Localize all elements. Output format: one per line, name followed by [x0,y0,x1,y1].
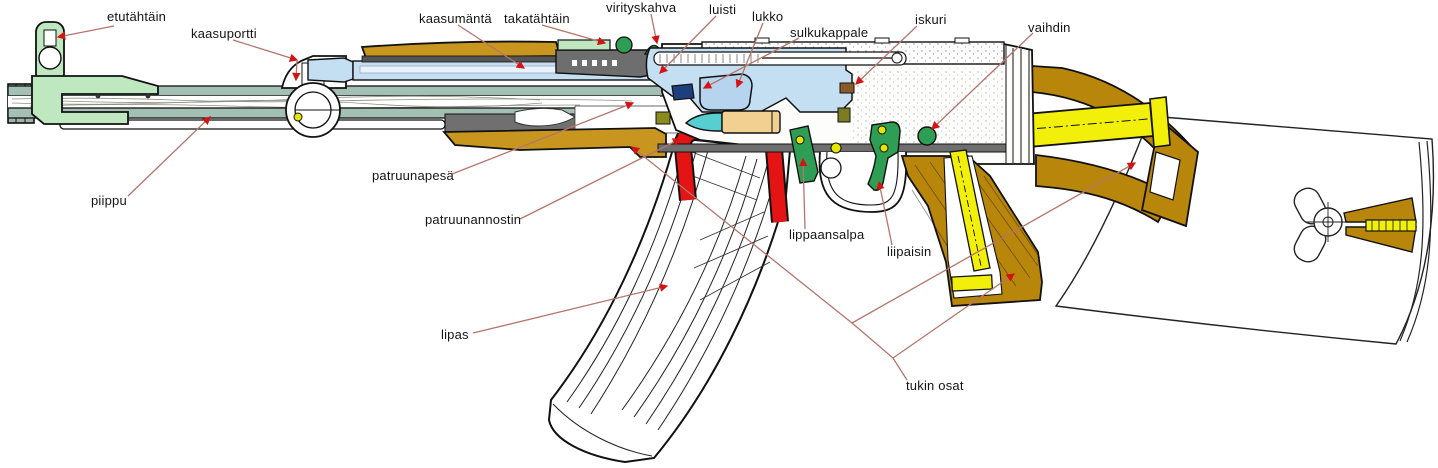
leader-lippaansalpa [798,157,808,230]
grip-nut [950,274,994,292]
label-patruunannostin: patruunannostin [425,212,522,227]
leader-lukko [735,22,764,89]
rear-sight-block [555,49,669,78]
buttstock-outline [1054,115,1435,345]
leader-tukin-osat-stock [851,162,1137,324]
label-piippu: piippu [91,193,127,208]
rear-sight-leaf [557,39,611,51]
stock-skeleton-arms [1031,65,1199,228]
front-band-ring [285,82,341,138]
leader-sulkukappale [702,37,800,89]
bolt [699,73,753,111]
upper-handguard [360,40,565,63]
leader-lipas [472,283,669,334]
label-sulkukappale: sulkukappale [790,25,869,40]
magazine-catch [789,125,819,184]
lower-handguard [442,127,667,158]
label-lipas: lipas [441,327,469,342]
label-liipaisin: liipaisin [887,244,932,259]
leader-patruunannostin [519,138,682,220]
leader-tukin-osat-main [631,146,908,381]
leader-kaasuportti-2 [292,59,301,82]
ejector-block [655,111,671,125]
chambered-round-outline [514,107,577,127]
leader-iskuri [855,25,918,85]
locking-piece [671,83,695,101]
disconnector [837,107,851,123]
leader-tukin-osat-grip [892,273,1016,359]
label-patruunapesa: patruunapesä [372,168,454,183]
leader-lines [56,13,1137,381]
label-tukin-osat: tukin osat [906,378,964,393]
pivot-pin [830,142,842,154]
label-luisti: luisti [709,2,737,17]
leader-kaasumanta [457,24,526,69]
label-iskuri: iskuri [915,12,947,27]
label-lippaansalpa: lippaansalpa [789,227,865,242]
label-vaihdin: vaihdin [1028,20,1071,35]
receiver-rear-lines [1005,45,1030,163]
cartridge [684,110,781,134]
leader-kaasuportti-1 [232,39,299,62]
leader-virityskahva [650,13,660,45]
grip-spring-rod [949,149,991,272]
label-takatahtain: takatähtäin [504,11,570,26]
label-kaasuportti: kaasuportti [191,26,257,41]
firing-pin-rear [839,82,855,94]
selector-axis [917,126,937,146]
leader-liipaisin [876,180,893,246]
label-virityskahva: virityskahva [606,0,677,15]
butt-sling-loop [1293,187,1417,263]
case [721,110,781,134]
leader-takatahtain [541,24,607,46]
magazine-spring-lines [689,151,771,301]
leader-luisti [659,15,717,74]
label-kaasumanta: kaasumäntä [419,11,492,26]
leader-patruunapesa [451,101,635,175]
rear-sight-drum [615,36,633,54]
label-lukko: lukko [752,9,784,24]
leader-etutahtain [56,25,115,40]
pistol-grip [900,149,1043,307]
leader-vaihdin [931,32,1034,130]
leader-piippu [127,116,211,197]
label-etutahtain: etutähtäin [107,9,167,24]
trigger-guard [818,151,908,213]
